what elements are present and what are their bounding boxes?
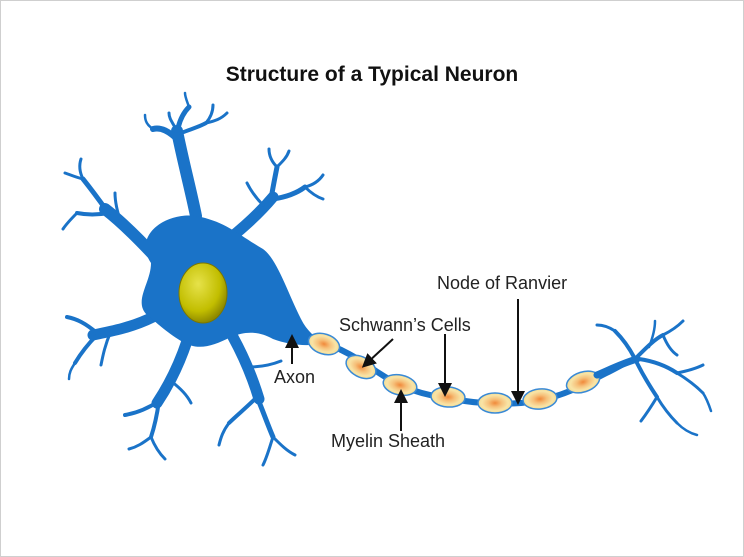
node-of-ranvier-label: Node of Ranvier	[437, 273, 568, 293]
axon-terminal	[593, 319, 713, 437]
schwann-cell	[430, 386, 466, 408]
myelin-sheath-label: Myelin Sheath	[331, 431, 446, 451]
axon-label: Axon	[274, 367, 316, 387]
cell-body	[141, 215, 323, 347]
schwann-cells-label: Schwann’s Cells	[339, 315, 471, 335]
schwann-cell	[307, 332, 341, 356]
label-arrows	[285, 299, 525, 431]
diagram-title: Structure of a Typical Neuron	[225, 63, 519, 86]
schwann-cell	[522, 388, 558, 410]
schwann-cells	[307, 332, 601, 414]
dendrites	[61, 91, 325, 467]
nucleus	[178, 262, 228, 324]
schwann-cells-arrow	[361, 338, 394, 368]
schwann-cell	[477, 392, 513, 414]
